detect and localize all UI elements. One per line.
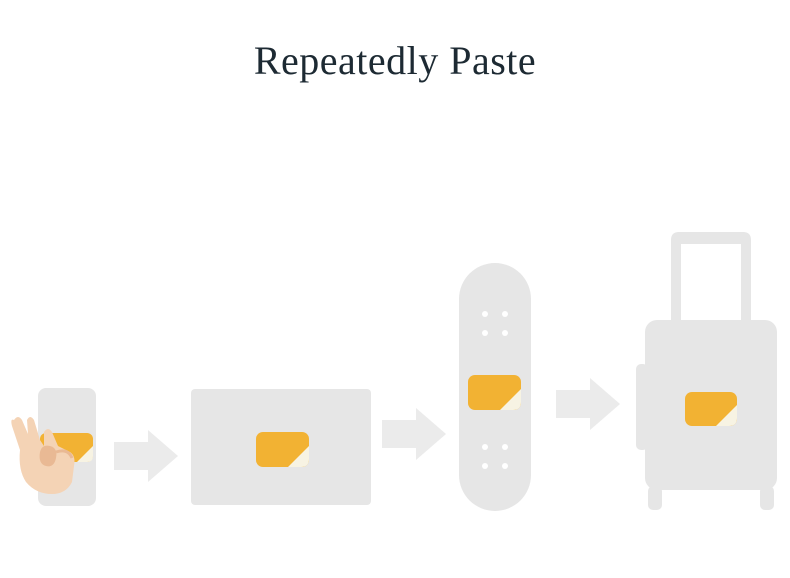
skateboard-step: [459, 263, 531, 511]
arrow-right-icon: [556, 378, 620, 430]
page-title: Repeatedly Paste: [253, 38, 537, 83]
phone-step: [11, 388, 96, 506]
luggage-icon: [636, 232, 777, 510]
arrow-right-icon: [114, 430, 178, 482]
sticker-icon: [685, 392, 737, 426]
hand-icon: [11, 417, 75, 494]
laptop-step: [191, 389, 371, 505]
skateboard-screws: [482, 311, 508, 469]
luggage-step: [636, 232, 777, 510]
sticker-icon: [468, 375, 521, 410]
arrow-right-icon: [382, 408, 446, 460]
sticker-icon: [256, 432, 309, 467]
